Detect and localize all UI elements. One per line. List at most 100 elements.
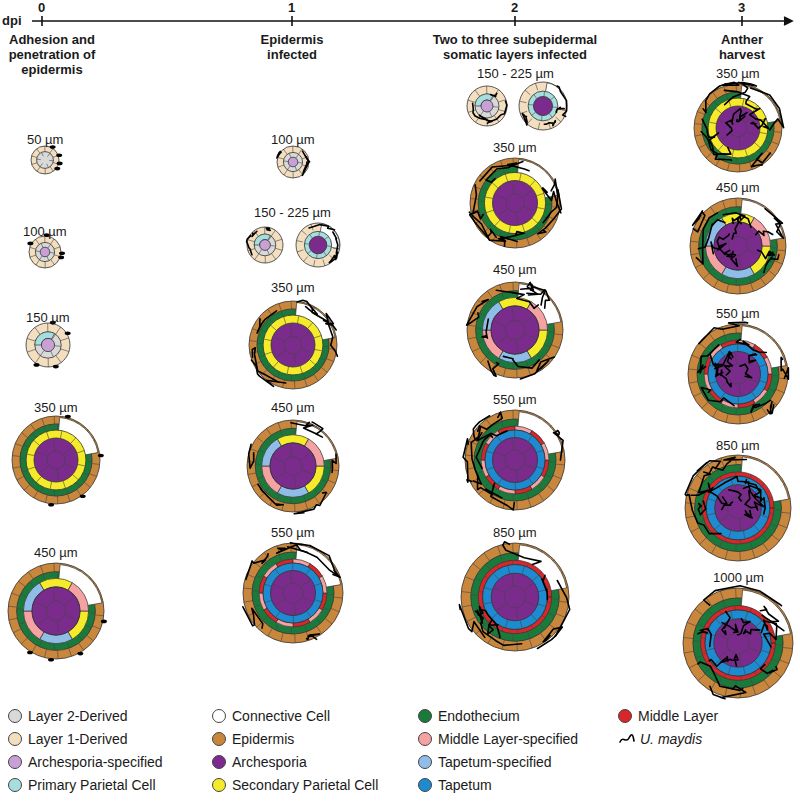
cell-wall bbox=[709, 99, 768, 158]
size-label: 850 µm bbox=[493, 525, 537, 540]
cell-layer bbox=[35, 332, 61, 358]
cell-layer bbox=[493, 181, 538, 226]
cell-wall bbox=[284, 457, 302, 475]
hypha bbox=[732, 109, 745, 122]
hypha bbox=[538, 190, 562, 234]
legend-swatch bbox=[8, 778, 22, 792]
hypha bbox=[781, 357, 788, 379]
cell-wall bbox=[283, 153, 302, 171]
tick-number: 2 bbox=[511, 0, 518, 15]
cell-wall bbox=[304, 231, 331, 258]
anther-section bbox=[459, 542, 569, 651]
hypha bbox=[469, 212, 517, 241]
cell-wall bbox=[707, 477, 769, 539]
hypha bbox=[249, 444, 254, 468]
hypha bbox=[303, 156, 309, 173]
size-label: 450 µm bbox=[271, 400, 315, 415]
hypha bbox=[294, 493, 326, 514]
legend-item: Middle Layer bbox=[618, 708, 718, 724]
legend-text: Tapetum-specified bbox=[438, 754, 552, 770]
hypha bbox=[309, 225, 334, 231]
legend-item: Secondary Parietal Cell bbox=[212, 777, 378, 793]
hypha bbox=[701, 388, 734, 406]
legend-text: Layer 1-Derived bbox=[28, 731, 128, 747]
legend-swatch bbox=[418, 778, 432, 792]
anther-section bbox=[247, 227, 283, 263]
fungal-cell bbox=[34, 363, 40, 367]
anther-section bbox=[8, 563, 107, 662]
legend-swatch bbox=[618, 709, 632, 723]
cell-wall bbox=[717, 485, 760, 531]
anther-section bbox=[469, 158, 561, 248]
legend-item: Archesporia bbox=[212, 754, 307, 770]
cell-layer bbox=[35, 242, 54, 261]
stage-label: Two to three subepidermal somatic layers… bbox=[415, 32, 615, 62]
cell-layer bbox=[491, 573, 539, 621]
cell-layer bbox=[283, 152, 302, 171]
legend-text: Epidermis bbox=[232, 731, 294, 747]
cell-wall bbox=[35, 243, 54, 261]
hypha bbox=[491, 483, 514, 510]
legend-item: Primary Parietal Cell bbox=[8, 777, 156, 793]
cell-layer bbox=[467, 282, 563, 378]
hypha bbox=[761, 665, 778, 674]
legend-swatch bbox=[418, 755, 432, 769]
cell-wall bbox=[27, 431, 86, 490]
legend-item: Archesporia-specified bbox=[8, 754, 163, 770]
hypha bbox=[467, 300, 489, 326]
hypha bbox=[745, 511, 753, 518]
cell-wall bbox=[273, 571, 314, 615]
anther-section bbox=[31, 145, 63, 174]
cell-wall bbox=[46, 601, 65, 620]
fungal-cell bbox=[53, 365, 59, 369]
cell-wall bbox=[47, 451, 65, 469]
hypha bbox=[726, 120, 733, 135]
legend-text: Endothecium bbox=[438, 708, 520, 724]
hypha bbox=[471, 427, 481, 484]
hypha bbox=[721, 370, 731, 387]
hypha bbox=[482, 319, 488, 338]
hypha bbox=[488, 361, 499, 376]
cell-wall bbox=[486, 430, 543, 490]
anther-section bbox=[26, 321, 71, 369]
hypha bbox=[711, 242, 726, 254]
fungal-cell bbox=[65, 331, 71, 335]
anther-section bbox=[247, 420, 339, 514]
cell-layer bbox=[271, 323, 315, 367]
cell-wall bbox=[278, 146, 309, 178]
hypha bbox=[470, 212, 497, 237]
cell-layer bbox=[705, 610, 771, 676]
tick-number: 1 bbox=[288, 0, 295, 15]
fungal-cell bbox=[48, 658, 54, 662]
cell-wall bbox=[505, 450, 525, 470]
fungal-cell bbox=[77, 652, 83, 656]
timeline-axis bbox=[32, 16, 792, 26]
axis-unit: dpi bbox=[2, 13, 22, 28]
hypha bbox=[751, 400, 771, 412]
legend-swatch bbox=[418, 709, 432, 723]
cell-wall bbox=[728, 236, 747, 255]
cell-layer bbox=[29, 236, 61, 268]
tick-number: 3 bbox=[738, 0, 745, 15]
cell-layer bbox=[714, 619, 762, 667]
cell-wall bbox=[247, 420, 339, 512]
cell-wall bbox=[37, 590, 76, 632]
cell-layer bbox=[519, 82, 567, 130]
size-label: 850 µm bbox=[716, 438, 760, 453]
cell-layer bbox=[247, 420, 339, 512]
cell-wall bbox=[690, 198, 786, 294]
hypha bbox=[752, 153, 771, 167]
hypha bbox=[243, 607, 263, 628]
size-label: 150 - 225 µm bbox=[477, 66, 554, 81]
stage-label: Epidermis infected bbox=[247, 32, 337, 62]
hypha bbox=[463, 439, 471, 482]
hypha bbox=[277, 151, 281, 158]
cell-layer bbox=[706, 476, 770, 540]
cell-layer bbox=[249, 301, 337, 389]
legend-item: Middle Layer-specified bbox=[418, 731, 578, 747]
cell-layer bbox=[34, 438, 78, 482]
cell-layer bbox=[304, 231, 331, 258]
legend-swatch bbox=[8, 709, 22, 723]
tick-number: 0 bbox=[38, 0, 45, 15]
hypha bbox=[751, 119, 765, 129]
